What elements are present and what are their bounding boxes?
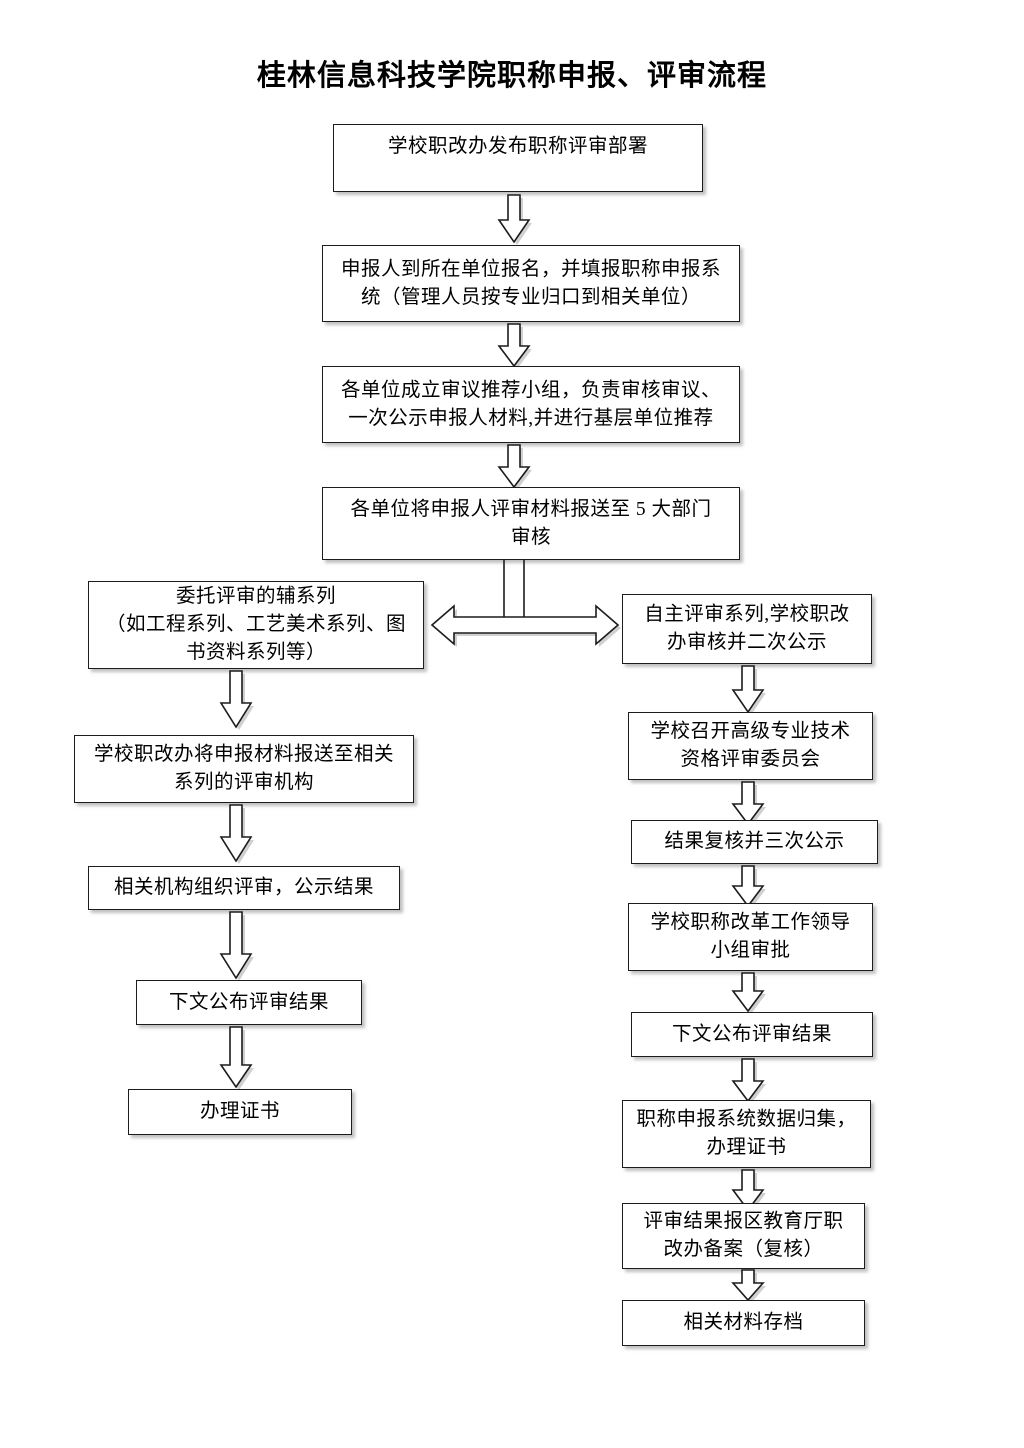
flow-node-n1: 学校职改办发布职称评审部署 [333, 124, 703, 192]
flow-node-n3-label: 各单位成立审议推荐小组，负责审核审议、 一次公示申报人材料,并进行基层单位推荐 [340, 379, 721, 429]
arrow-r5-to-r6 [726, 1057, 770, 1105]
arrow-r7-to-r8 [726, 1269, 770, 1303]
flow-node-r2-label: 学校召开高级专业技术 资格评审委员会 [650, 721, 851, 770]
flow-node-l2-label: 学校职改办将申报材料报送至相关 系列的评审机构 [93, 744, 394, 793]
flow-node-r8-label: 相关材料存档 [683, 1312, 804, 1334]
flow-node-l2: 学校职改办将申报材料报送至相关 系列的评审机构 [74, 735, 414, 803]
flow-node-n4-label: 各单位将申报人评审材料报送至 5 大部门 审核 [350, 498, 712, 548]
arrow-r2-to-r3 [726, 780, 770, 828]
flow-node-r1: 自主评审系列,学校职改 办审核并二次公示 [622, 594, 872, 664]
flow-node-l4: 下文公布评审结果 [136, 980, 362, 1025]
page-title: 桂林信息科技学院职称申报、评审流程 [256, 60, 767, 92]
flow-node-r1-label: 自主评审系列,学校职改 办审核并二次公示 [644, 604, 850, 653]
arrow-n2-to-n3 [492, 322, 536, 370]
arrow-l1-to-l2 [214, 669, 258, 731]
flow-node-n2: 申报人到所在单位报名，并填报职称申报系 统（管理人员按专业归口到相关单位） [322, 245, 740, 322]
arrow-n1-to-n2 [492, 192, 536, 246]
flow-node-r4: 学校职称改革工作领导 小组审批 [628, 903, 873, 971]
arrow-r4-to-r5 [726, 971, 770, 1015]
arrow-l2-to-l3 [214, 803, 258, 865]
split-bidirectional-arrow [430, 600, 621, 652]
flow-node-r7-label: 评审结果报区教育厅职 改办备案（复核） [643, 1211, 844, 1260]
arrow-r3-to-r4 [726, 864, 770, 910]
flow-node-r3: 结果复核并三次公示 [631, 820, 878, 864]
flow-node-n2-label: 申报人到所在单位报名，并填报职称申报系 统（管理人员按专业归口到相关单位） [340, 258, 721, 308]
flow-node-n1-label: 学校职改办发布职称评审部署 [387, 136, 648, 157]
flow-node-l4-label: 下文公布评审结果 [168, 991, 329, 1013]
flow-node-r6-label: 职称申报系统数据归集， 办理证书 [636, 1109, 857, 1158]
arrow-r1-to-r2 [726, 664, 770, 716]
flow-node-l3: 相关机构组织评审，公示结果 [88, 866, 400, 910]
flow-node-l1: 委托评审的辅系列 （如工程系列、工艺美术系列、图 书资料系列等） [88, 581, 424, 669]
arrow-l4-to-l5 [214, 1025, 258, 1091]
flow-node-l5-label: 办理证书 [199, 1101, 280, 1123]
split-stem [500, 560, 528, 628]
arrow-n3-to-n4 [492, 443, 536, 491]
flow-node-l3-label: 相关机构组织评审，公示结果 [113, 877, 374, 899]
flow-node-r2: 学校召开高级专业技术 资格评审委员会 [628, 712, 873, 780]
flow-node-r3-label: 结果复核并三次公示 [664, 831, 845, 853]
flow-node-n4: 各单位将申报人评审材料报送至 5 大部门 审核 [322, 487, 740, 560]
flow-node-n3: 各单位成立审议推荐小组，负责审核审议、 一次公示申报人材料,并进行基层单位推荐 [322, 366, 740, 443]
flow-node-r7: 评审结果报区教育厅职 改办备案（复核） [622, 1203, 865, 1269]
flow-node-l5: 办理证书 [128, 1089, 352, 1135]
flow-node-r4-label: 学校职称改革工作领导 小组审批 [650, 912, 851, 961]
flow-node-r5-label: 下文公布评审结果 [671, 1023, 832, 1045]
arrow-l3-to-l4 [214, 910, 258, 982]
flow-node-r6: 职称申报系统数据归集， 办理证书 [622, 1100, 871, 1168]
flow-node-r8: 相关材料存档 [622, 1300, 865, 1346]
flow-node-r5: 下文公布评审结果 [631, 1012, 873, 1057]
flow-node-l1-label: 委托评审的辅系列 （如工程系列、工艺美术系列、图 书资料系列等） [105, 586, 406, 663]
